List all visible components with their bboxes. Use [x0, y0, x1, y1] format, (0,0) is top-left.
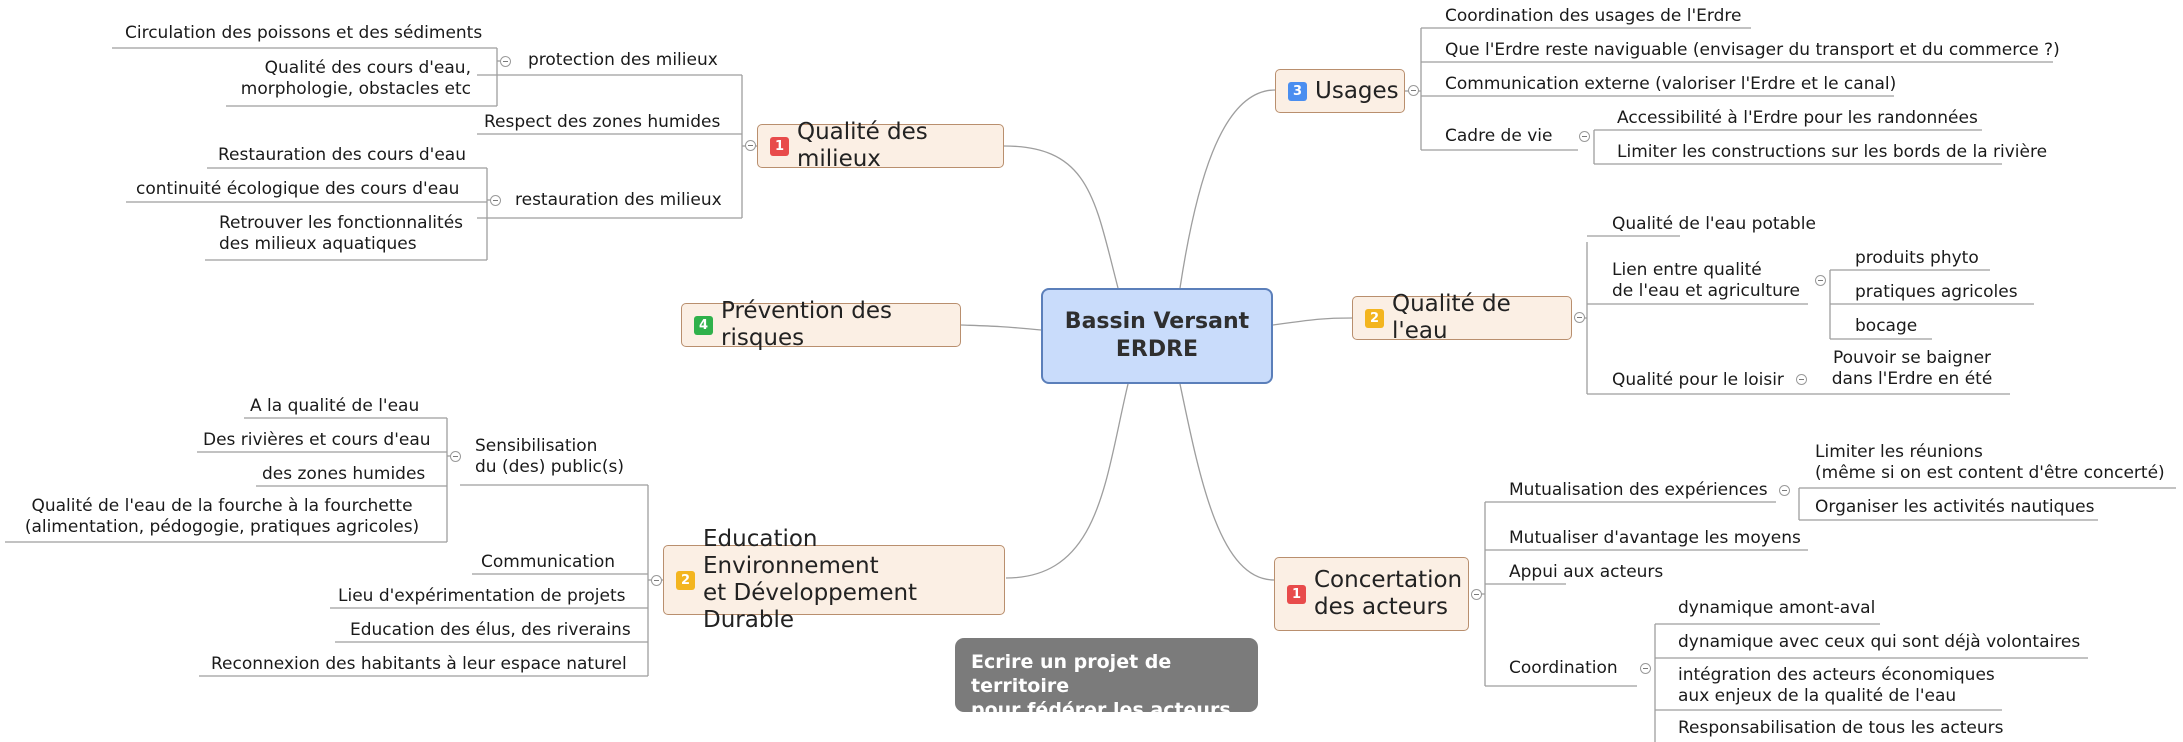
collapse-icon[interactable] [745, 140, 756, 151]
note-line-1: Ecrire un projet de territoire [971, 651, 1172, 697]
node-reconnexion[interactable]: Reconnexion des habitants à leur espace … [211, 654, 627, 674]
topic-qualite-milieux[interactable]: 1 Qualité des milieux [757, 119, 1004, 172]
collapse-icon[interactable] [1779, 485, 1790, 496]
collapse-icon[interactable] [1640, 663, 1651, 674]
central-title-line-2: ERDRE [1115, 337, 1199, 362]
node-sensibilisation-line-2: du (des) public(s) [475, 457, 625, 477]
topic-qualite-eau[interactable]: 2 Qualité de l'eau [1352, 291, 1572, 344]
node-produits-phyto[interactable]: produits phyto [1855, 248, 1979, 268]
node-retrouver[interactable]: Retrouver les fonctionnalités des milieu… [219, 213, 463, 255]
topic-usages[interactable]: 3 Usages [1275, 69, 1405, 113]
node-mutualisation[interactable]: Mutualisation des expériences [1509, 480, 1768, 500]
collapse-icon[interactable] [490, 195, 501, 206]
node-baigner[interactable]: Pouvoir se baigner dans l'Erdre en été [1822, 348, 2002, 390]
node-lieu[interactable]: Lieu d'expérimentation de projets [338, 586, 626, 606]
node-bocage[interactable]: bocage [1855, 316, 1918, 336]
topic-title: Qualité des milieux [797, 119, 928, 172]
collapse-icon[interactable] [1471, 589, 1482, 600]
node-qualite-cours-line-1: Qualité des cours d'eau, [264, 58, 471, 78]
node-protection-milieux[interactable]: protection des milieux [528, 50, 718, 70]
node-organiser[interactable]: Organiser les activités nautiques [1815, 497, 2095, 517]
node-baigner-line-2: dans l'Erdre en été [1831, 369, 1993, 389]
node-retrouver-line-1: Retrouver les fonctionnalités [219, 213, 464, 233]
node-qualite-cours-eau[interactable]: Qualité des cours d'eau, morphologie, ob… [226, 58, 471, 100]
node-integration-line-1: intégration des acteurs économiques [1678, 665, 1995, 685]
node-integration[interactable]: intégration des acteurs économiques aux … [1678, 665, 1995, 707]
topic-title: Usages [1315, 77, 1399, 104]
node-communication-edu[interactable]: Communication [481, 552, 615, 572]
collapse-icon[interactable] [450, 451, 461, 462]
node-coordination[interactable]: Coordination [1509, 658, 1618, 678]
node-limiter-line-2: (même si on est content d'être concerté) [1815, 463, 2165, 483]
node-fourche-line-2: (alimentation, pédogogie, pratiques agri… [24, 517, 420, 537]
collapse-icon[interactable] [651, 575, 662, 586]
topic-prevention-risques[interactable]: 4 Prévention des risques [681, 298, 961, 351]
node-communication-externe[interactable]: Communication externe (valoriser l'Erdre… [1445, 74, 1897, 94]
node-eau-potable[interactable]: Qualité de l'eau potable [1612, 214, 1816, 234]
priority-3-badge: 3 [1288, 81, 1307, 101]
node-qualite-cours-line-2: morphologie, obstacles etc [240, 79, 471, 99]
node-continuite[interactable]: continuité écologique des cours d'eau [136, 179, 460, 199]
collapse-icon[interactable] [500, 56, 511, 67]
node-limiter-reunions[interactable]: Limiter les réunions (même si on est con… [1815, 442, 2165, 484]
node-responsabilisation[interactable]: Responsabilisation de tous les acteurs [1678, 718, 2004, 738]
priority-4-badge: 4 [694, 315, 713, 335]
topic-title: Prévention des risques [721, 298, 893, 351]
node-fourche-line-1: Qualité de l'eau de la fourche à la four… [31, 496, 413, 516]
node-appui[interactable]: Appui aux acteurs [1509, 562, 1664, 582]
node-restauration-milieux[interactable]: restauration des milieux [515, 190, 722, 210]
node-integration-line-2: aux enjeux de la qualité de l'eau [1678, 686, 1957, 706]
collapse-icon[interactable] [1796, 374, 1807, 385]
node-dynamique-amont[interactable]: dynamique amont-aval [1678, 598, 1876, 618]
node-mutualiser-moyens[interactable]: Mutualiser d'avantage les moyens [1509, 528, 1801, 548]
topic-title-line-1: Education Environnement [703, 526, 879, 579]
project-note[interactable]: Ecrire un projet de territoire pour fédé… [955, 638, 1258, 721]
collapse-icon[interactable] [1574, 312, 1585, 323]
collapse-icon[interactable] [1579, 131, 1590, 142]
node-a-qualite-eau[interactable]: A la qualité de l'eau [250, 396, 420, 416]
node-accessibilite[interactable]: Accessibilité à l'Erdre pour les randonn… [1617, 108, 1978, 128]
node-cadre-vie[interactable]: Cadre de vie [1445, 126, 1553, 146]
node-sensibilisation-line-1: Sensibilisation [475, 436, 598, 456]
priority-1-badge: 1 [770, 136, 789, 156]
node-lien-agriculture[interactable]: Lien entre qualité de l'eau et agricultu… [1612, 260, 1800, 302]
node-zones-humides[interactable]: Respect des zones humides [484, 112, 721, 132]
node-navigable[interactable]: Que l'Erdre reste naviguable (envisager … [1445, 40, 2060, 60]
node-limiter-line-1: Limiter les réunions [1815, 442, 1983, 462]
node-baigner-line-1: Pouvoir se baigner [1832, 348, 1992, 368]
node-zones-humides-edu[interactable]: des zones humides [262, 464, 426, 484]
central-title-line-1: Bassin Versant [1064, 309, 1250, 334]
node-lien-line-1: Lien entre qualité [1612, 260, 1762, 280]
topic-title: Qualité de l'eau [1392, 291, 1511, 344]
collapse-icon[interactable] [1815, 275, 1826, 286]
topic-education[interactable]: 2 Education Environnement et Développeme… [663, 526, 1005, 633]
node-rivieres[interactable]: Des rivières et cours d'eau [203, 430, 431, 450]
central-topic[interactable]: Bassin Versant ERDRE [1041, 288, 1273, 384]
priority-2-badge: 2 [1365, 308, 1384, 328]
node-coordination-usages[interactable]: Coordination des usages de l'Erdre [1445, 6, 1742, 26]
node-pratiques-agricoles[interactable]: pratiques agricoles [1855, 282, 2018, 302]
node-retrouver-line-2: des milieux aquatiques [219, 234, 417, 254]
node-limiter-constructions[interactable]: Limiter les constructions sur les bords … [1617, 142, 2048, 162]
node-lien-line-2: de l'eau et agriculture [1612, 281, 1800, 301]
node-circulation[interactable]: Circulation des poissons et des sédiment… [125, 23, 483, 43]
node-fourche[interactable]: Qualité de l'eau de la fourche à la four… [12, 496, 432, 538]
note-line-2: pour fédérer les acteurs [971, 699, 1231, 721]
topic-title-line-2: et Développement Durable [703, 580, 918, 633]
node-education-elus[interactable]: Education des élus, des riverains [350, 620, 631, 640]
topic-concertation[interactable]: 1 Concertation des acteurs [1274, 557, 1469, 631]
topic-title-line-2: des acteurs [1314, 594, 1448, 620]
node-loisir[interactable]: Qualité pour le loisir [1612, 370, 1784, 390]
collapse-icon[interactable] [1408, 85, 1419, 96]
node-restauration-cours[interactable]: Restauration des cours d'eau [218, 145, 466, 165]
node-dynamique-volontaires[interactable]: dynamique avec ceux qui sont déjà volont… [1678, 632, 2081, 652]
priority-2-badge: 2 [676, 570, 695, 590]
priority-1-badge: 1 [1287, 584, 1306, 604]
node-sensibilisation[interactable]: Sensibilisation du (des) public(s) [475, 436, 624, 478]
topic-title-line-1: Concertation [1314, 567, 1463, 593]
